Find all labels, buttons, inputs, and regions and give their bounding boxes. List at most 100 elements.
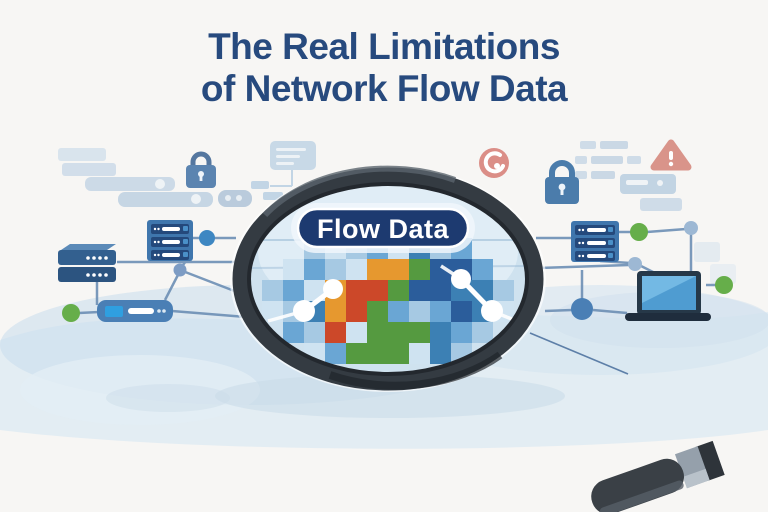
faint-block [575,156,587,164]
mosaic-cell [304,259,325,280]
mosaic-cell [430,259,451,280]
green-node [630,223,648,241]
green-node [62,304,80,322]
title-line-2: of Network Flow Data [200,68,568,109]
rim-lowlight [328,351,503,390]
graph-node [293,300,315,322]
faint-dot [191,194,201,204]
faint-bar [626,180,648,185]
faint-block [600,141,628,149]
mosaic-cell [325,259,346,280]
mosaic-cell [325,301,346,322]
exclaim-bar [669,151,673,160]
mosaic-cell [430,301,451,322]
lock-icon [186,151,216,188]
faint-block [591,171,615,179]
mosaic-cell [388,301,409,322]
slate-node [173,263,187,277]
connector-line [592,308,628,315]
handle-band-highlight [682,468,710,489]
lock-shackle [549,160,575,180]
faint-block [591,156,623,164]
connector-line [646,227,687,234]
green-node [715,276,733,294]
title-block: The Real Limitations of Network Flow Dat… [0,26,768,110]
laptop-base [625,313,711,321]
router-bar [128,308,154,314]
mosaic-cell [409,280,430,301]
mosaic-cell [409,301,430,322]
connector-line [171,309,247,319]
mosaic-cell [283,322,304,343]
mosaic-cell [346,322,367,343]
handle-collar [695,440,725,481]
lens-rim [232,165,544,391]
lock-shackle [190,151,212,168]
swirl-arc [483,151,505,174]
faint-dot [225,195,231,201]
handle-grip [591,458,684,512]
faint-server-bar [85,177,175,191]
mosaic-cell [451,322,472,343]
pill-background [296,207,470,249]
faint-dot [657,180,663,186]
title-line-1: The Real Limitations [208,26,560,67]
router-screen [105,306,123,317]
lock-icon [545,160,579,204]
swirl-dot [494,163,500,169]
mosaic-cell [388,343,409,364]
mosaic-cell [367,301,388,322]
faint-card [620,174,676,194]
server-leds [86,256,108,277]
mosaic-cell [283,280,304,301]
blue-node [199,230,215,246]
warning-triangle-icon [650,139,692,171]
connector-line [538,263,630,270]
faint-server-box [62,163,116,176]
mosaic-cell [304,280,325,301]
rack-rows [575,225,615,261]
bottom-left-blob [20,355,260,425]
handle-shadow [106,384,230,412]
mosaic-cell [493,280,514,301]
mosaic-cell [346,280,367,301]
rim-highlight [262,165,457,218]
light-node [684,221,698,235]
mosaic-cell [409,343,430,364]
router-icon [97,300,173,322]
mosaic-cell [346,343,367,364]
server-rack-icon [571,221,619,262]
connector-line [544,308,573,313]
network-lines [78,227,717,319]
lens-shadow [215,374,565,418]
lens-node-graph [267,264,515,323]
connector-line [179,268,238,294]
faint-server-box [58,148,106,161]
faint-block [580,141,596,149]
big-blue-node [571,298,593,320]
graph-node [481,300,503,322]
mosaic-cell [367,322,388,343]
mosaic-cell [409,322,430,343]
junction-nodes [62,221,733,322]
screen-glare [642,276,696,303]
mosaic-cell [262,280,283,301]
exclaim-dot [668,161,674,167]
mosaic-cell [346,259,367,280]
faint-block [640,198,682,211]
mosaic-cell [304,322,325,343]
graph-node [451,269,471,289]
mosaic-cell [430,322,451,343]
mosaic-cell [430,280,451,301]
mosaic-cell [367,343,388,364]
faint-chat-card [251,141,316,200]
handle-grip-highlight [599,480,684,512]
magnifier-handle [591,440,725,512]
mosaic-cell [388,259,409,280]
faint-block [627,156,641,164]
faint-block [251,181,269,189]
lock-keyhole [558,183,566,191]
sync-arrow-icon [479,148,509,178]
